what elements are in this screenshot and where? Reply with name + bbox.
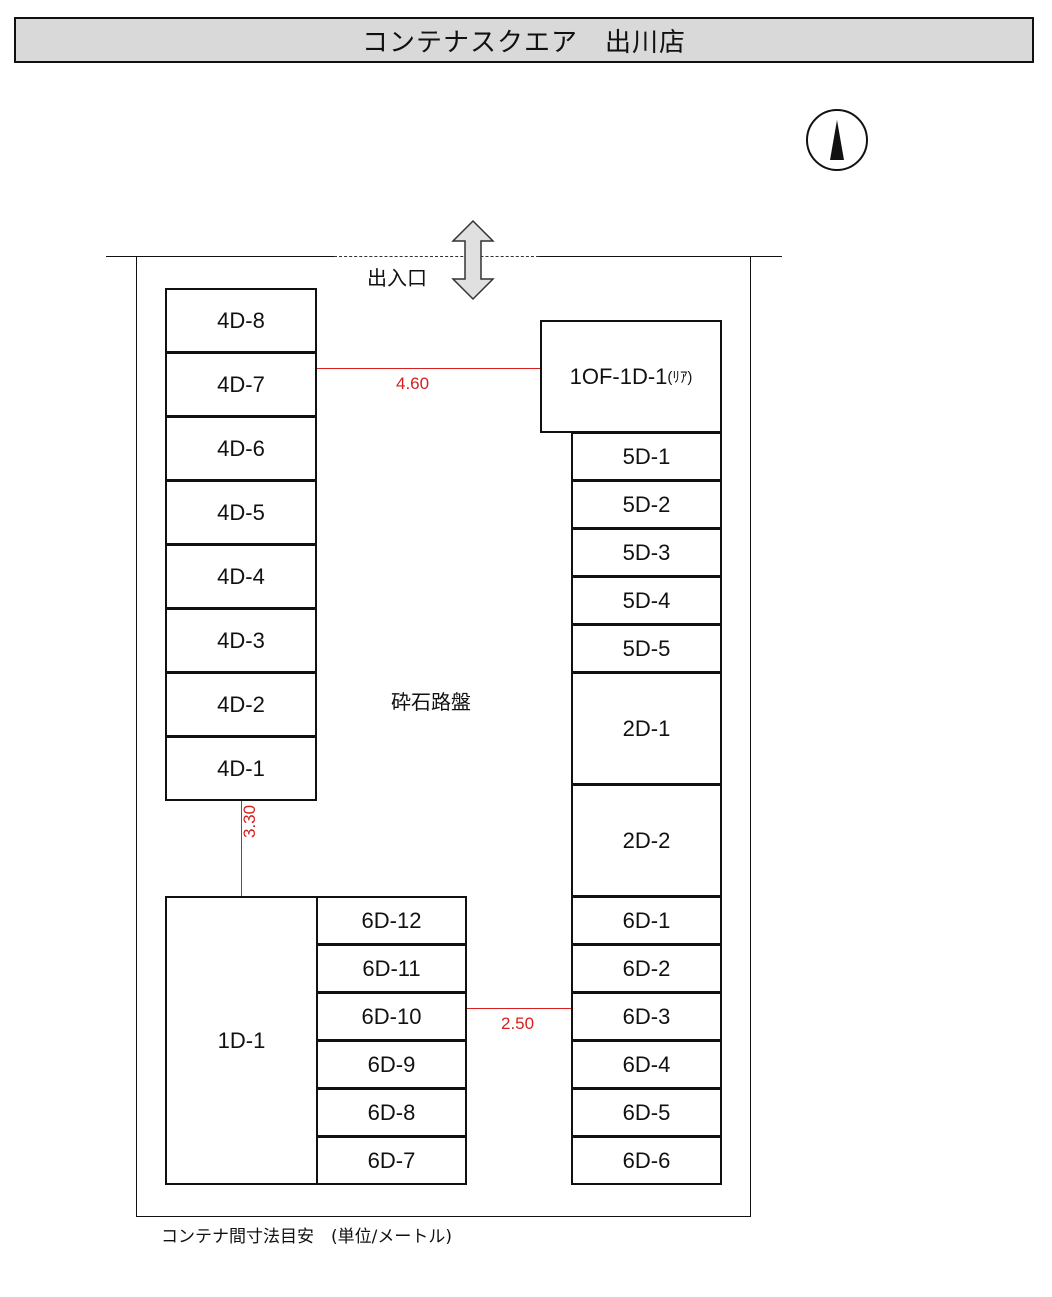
unit-label: 4D-7 (217, 371, 265, 397)
dimension-label-top: 4.60 (396, 374, 430, 393)
unit-6d-2[interactable]: 6D-2 (571, 944, 722, 993)
dimension-line-left (241, 801, 242, 896)
unit-1of-1d-1[interactable]: 1OF-1D-1(ﾘｱ) (540, 320, 722, 433)
unit-6d-11[interactable]: 6D-11 (316, 944, 467, 993)
unit-label: 1D-1 (217, 1027, 266, 1053)
unit-6d-4[interactable]: 6D-4 (571, 1040, 722, 1089)
unit-5d-2[interactable]: 5D-2 (571, 480, 722, 529)
entrance-dashed-line (334, 256, 539, 257)
unit-6d-1[interactable]: 6D-1 (571, 896, 722, 945)
unit-label: 4D-8 (217, 307, 265, 333)
unit-label: 6D-9 (367, 1051, 416, 1077)
unit-4d-6[interactable]: 4D-6 (165, 416, 317, 481)
unit-label: 6D-7 (367, 1147, 416, 1173)
unit-6d-12[interactable]: 6D-12 (316, 896, 467, 945)
site-boundary (136, 257, 751, 1217)
unit-5d-5[interactable]: 5D-5 (571, 624, 722, 673)
unit-6d-6[interactable]: 6D-6 (571, 1136, 722, 1185)
unit-5d-4[interactable]: 5D-4 (571, 576, 722, 625)
unit-4d-4[interactable]: 4D-4 (165, 544, 317, 609)
unit-label: 4D-5 (217, 499, 265, 525)
unit-label: 4D-4 (217, 563, 265, 589)
unit-label: 6D-3 (622, 1003, 671, 1029)
page-title: コンテナスクエア 出川店 (14, 17, 1034, 63)
unit-4d-8[interactable]: 4D-8 (165, 288, 317, 353)
unit-label: 4D-1 (217, 755, 265, 781)
footnote: コンテナ間寸法目安 (単位/メートル) (161, 1227, 452, 1247)
road-boundary-line (106, 256, 334, 257)
unit-6d-9[interactable]: 6D-9 (316, 1040, 467, 1089)
unit-4d-2[interactable]: 4D-2 (165, 672, 317, 737)
unit-label: 6D-2 (622, 955, 671, 981)
unit-4d-1[interactable]: 4D-1 (165, 736, 317, 801)
unit-label: 6D-12 (361, 907, 422, 933)
dimension-label-bottom: 2.50 (501, 1014, 535, 1033)
unit-6d-7[interactable]: 6D-7 (316, 1136, 467, 1185)
unit-label: 6D-8 (367, 1099, 416, 1125)
unit-label: 4D-2 (217, 691, 265, 717)
unit-label: 4D-3 (217, 627, 265, 653)
unit-label: 6D-10 (361, 1003, 422, 1029)
dimension-value: 3.30 (240, 804, 259, 838)
unit-label: 4D-6 (217, 435, 265, 461)
unit-6d-3[interactable]: 6D-3 (571, 992, 722, 1041)
north-arrow-icon (806, 109, 868, 171)
unit-label: 6D-1 (622, 907, 671, 933)
double-arrow-vertical-icon (451, 219, 495, 301)
dimension-line-top (317, 368, 540, 369)
unit-label: 2D-1 (622, 715, 671, 741)
unit-1d-1[interactable]: 1D-1 (165, 896, 318, 1185)
unit-label: 5D-2 (622, 491, 671, 517)
unit-4d-7[interactable]: 4D-7 (165, 352, 317, 417)
unit-6d-8[interactable]: 6D-8 (316, 1088, 467, 1137)
unit-label: 5D-1 (622, 443, 671, 469)
unit-label: 5D-5 (622, 635, 671, 661)
unit-label: 6D-5 (622, 1099, 671, 1125)
unit-5d-3[interactable]: 5D-3 (571, 528, 722, 577)
unit-suffix-label: (ﾘｱ) (667, 369, 693, 386)
unit-label: 5D-4 (622, 587, 671, 613)
unit-label: 5D-3 (622, 539, 671, 565)
road-boundary-line (539, 256, 782, 257)
unit-4d-3[interactable]: 4D-3 (165, 608, 317, 673)
entrance-label: 出入口 (367, 266, 427, 290)
unit-6d-5[interactable]: 6D-5 (571, 1088, 722, 1137)
unit-4d-5[interactable]: 4D-5 (165, 480, 317, 545)
unit-label: 6D-4 (622, 1051, 671, 1077)
unit-5d-1[interactable]: 5D-1 (571, 432, 722, 481)
dimension-label-left: 3.30 (240, 805, 260, 838)
unit-label: 6D-11 (362, 955, 421, 981)
dimension-line-bottom (467, 1008, 571, 1009)
unit-6d-10[interactable]: 6D-10 (316, 992, 467, 1041)
unit-label: 2D-2 (622, 827, 671, 853)
unit-2d-2[interactable]: 2D-2 (571, 784, 722, 897)
ground-surface-label: 砕石路盤 (391, 690, 471, 714)
unit-label: 6D-6 (622, 1147, 671, 1173)
unit-2d-1[interactable]: 2D-1 (571, 672, 722, 785)
unit-label: 1OF-1D-1 (569, 363, 668, 389)
